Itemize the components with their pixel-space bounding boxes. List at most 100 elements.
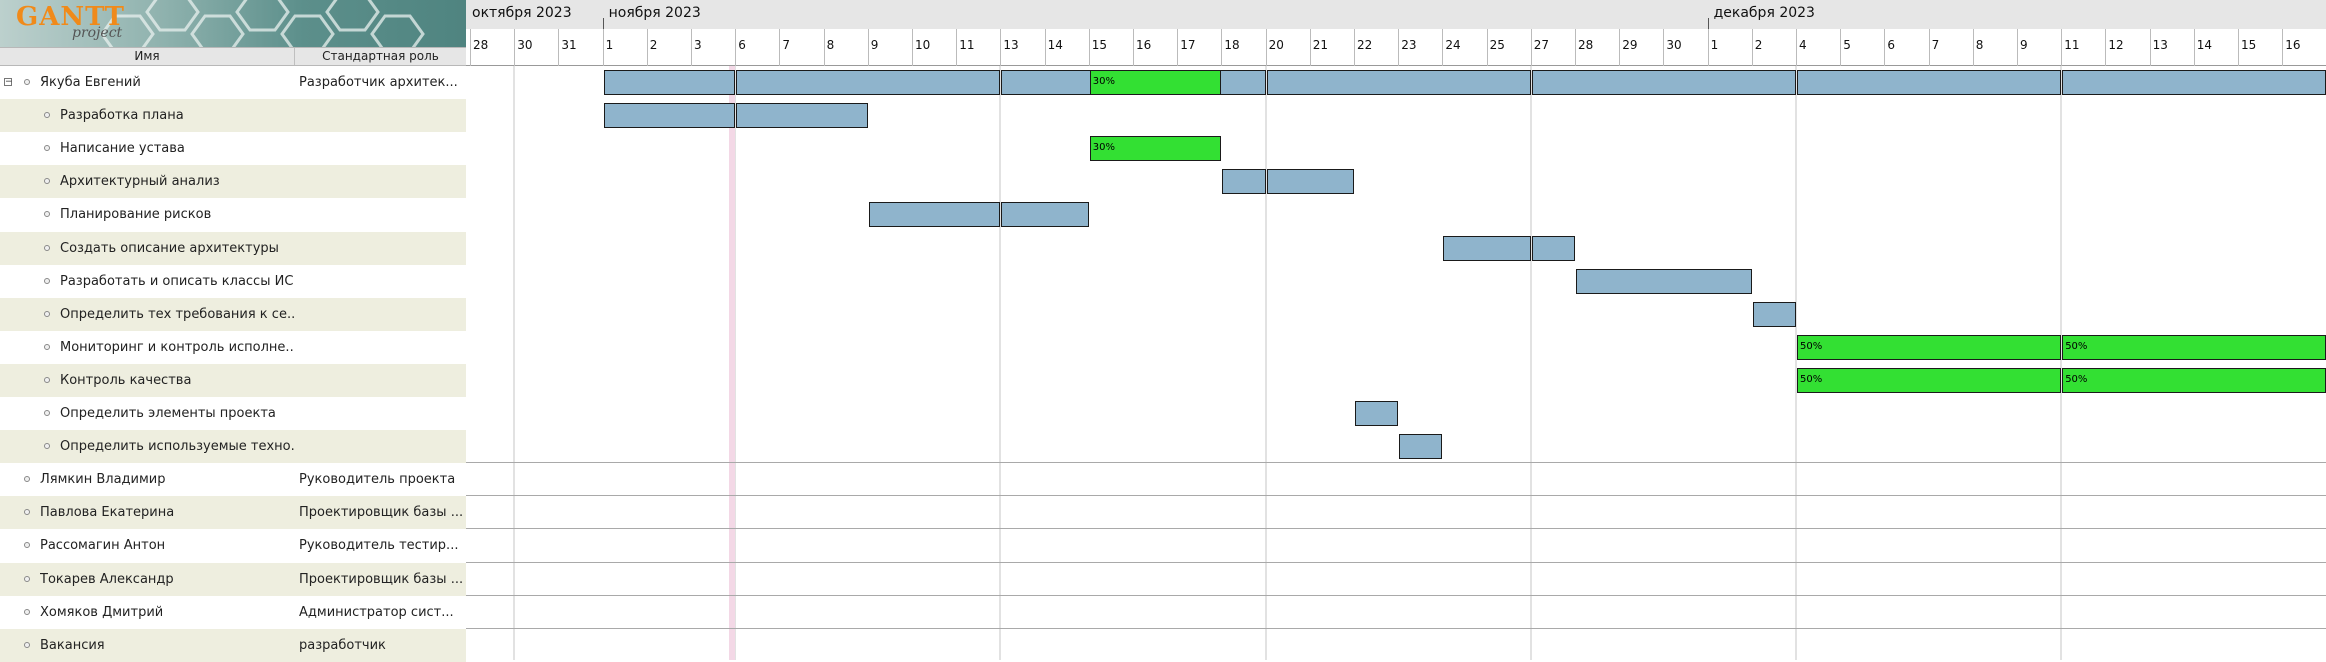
assignment-bar[interactable]: 50% xyxy=(1797,334,2062,360)
column-header-name[interactable]: Имя xyxy=(0,48,295,65)
day-divider xyxy=(823,29,825,66)
assignment-bar[interactable] xyxy=(736,70,1001,95)
day-label: 9 xyxy=(2020,38,2028,52)
tree-row[interactable]: Определить используемые техно... xyxy=(0,430,466,464)
row-role: Проектировщик базы ... xyxy=(299,505,463,521)
day-divider xyxy=(1972,29,1974,66)
day-divider xyxy=(1044,29,1046,66)
tree-row[interactable]: Мониторинг и контроль исполне... xyxy=(0,331,466,364)
assignment-bar[interactable] xyxy=(1752,301,1796,327)
assignment-bar[interactable]: 30% xyxy=(1089,136,1222,162)
row-name: Определить элементы проекта xyxy=(60,406,276,421)
day-label: 7 xyxy=(1931,38,1940,52)
day-label: 7 xyxy=(782,38,791,52)
day-label: 28 xyxy=(1578,38,1594,52)
progress-label: 30% xyxy=(1092,76,1116,87)
resource-bullet-icon xyxy=(24,641,30,648)
assignment-bar[interactable] xyxy=(1266,169,1354,195)
task-bullet-icon xyxy=(44,145,50,152)
row-name: Хомяков Дмитрий xyxy=(40,604,164,620)
assignment-bar[interactable] xyxy=(1355,401,1399,426)
tree-row[interactable]: Разработать и описать классы ИС xyxy=(0,265,466,298)
week-gridline xyxy=(1795,66,1797,660)
tree-row[interactable]: Планирование рисков xyxy=(0,198,466,231)
day-divider xyxy=(514,29,516,66)
month-label: ноября 2023 xyxy=(608,5,701,21)
day-label: 14 xyxy=(2196,38,2213,52)
row-role: Руководитель проекта xyxy=(299,472,456,488)
assignment-bar[interactable]: 50% xyxy=(2062,334,2326,360)
row-name: Определить тех требования к се... xyxy=(60,306,294,322)
task-bullet-icon xyxy=(44,178,50,185)
assignment-bar[interactable] xyxy=(1399,434,1443,460)
tree-row[interactable]: Определить элементы проекта xyxy=(0,397,466,430)
assignment-bar[interactable] xyxy=(1266,70,1531,95)
day-label: 18 xyxy=(1224,38,1240,52)
assignment-bar[interactable] xyxy=(1531,235,1575,261)
assignment-bar[interactable] xyxy=(1443,235,1531,261)
assignment-bar[interactable] xyxy=(603,103,736,129)
tree-row[interactable]: Разработка плана xyxy=(0,99,466,133)
collapse-toggle-icon[interactable]: − xyxy=(4,77,13,87)
day-label: 6 xyxy=(1887,38,1896,52)
day-label: 27 xyxy=(1533,38,1550,52)
day-divider xyxy=(1530,29,1532,66)
day-label: 6 xyxy=(738,38,746,52)
resource-separator xyxy=(466,627,2326,629)
column-header-role[interactable]: Стандартная роль xyxy=(322,49,439,63)
tree-row[interactable]: Павлова Екатерина Проектировщик базы ... xyxy=(0,496,466,530)
row-name: Разработать и описать классы ИС xyxy=(60,273,294,289)
assignment-bar[interactable] xyxy=(2062,70,2326,95)
day-divider xyxy=(2061,29,2063,66)
tree-row[interactable]: Контроль качества xyxy=(0,363,466,397)
tree-row[interactable]: Определить тех требования к се... xyxy=(0,297,466,331)
assignment-bar[interactable] xyxy=(1001,202,1089,228)
assignment-bar[interactable] xyxy=(736,103,868,129)
day-divider xyxy=(2238,29,2239,66)
day-divider xyxy=(1884,29,1886,66)
day-label: 30 xyxy=(517,38,533,52)
row-role: разработчик xyxy=(299,637,386,653)
progress-label: 50% xyxy=(1800,340,1823,352)
day-divider xyxy=(2193,29,2195,66)
resource-separator xyxy=(466,495,2326,497)
assignment-bar[interactable]: 50% xyxy=(1797,367,2062,393)
assignment-bar[interactable] xyxy=(868,202,1001,228)
row-name: Написание устава xyxy=(60,141,185,157)
row-name: Павлова Екатерина xyxy=(40,505,175,521)
day-divider xyxy=(2105,29,2107,66)
row-name: Архитектурный анализ xyxy=(60,174,220,190)
tree-row[interactable]: Архитектурный анализ xyxy=(0,165,466,199)
assignment-bar[interactable] xyxy=(603,70,736,95)
day-label: 1 xyxy=(1710,38,1719,52)
column-headers: Имя Стандартная роль xyxy=(0,47,466,66)
day-divider xyxy=(1221,29,1223,66)
day-divider xyxy=(1265,29,1267,66)
day-divider xyxy=(1663,29,1665,66)
day-divider xyxy=(1840,29,1842,66)
logo-subtitle: project xyxy=(72,25,123,41)
tree-row[interactable]: Создать описание архитектуры xyxy=(0,231,466,265)
row-name: Разработка плана xyxy=(60,108,184,124)
assignment-bar[interactable] xyxy=(1797,70,2062,95)
resource-bullet-icon xyxy=(24,476,30,483)
assignment-bar[interactable] xyxy=(1531,70,1796,95)
day-divider xyxy=(1751,29,1753,66)
month-label: декабря 2023 xyxy=(1713,5,1815,21)
day-label: 16 xyxy=(2285,38,2301,52)
resource-separator xyxy=(466,561,2326,563)
progress-label: 30% xyxy=(1092,142,1116,154)
assignment-bar[interactable] xyxy=(1576,268,1752,294)
tree-row[interactable]: Написание устава xyxy=(0,132,466,165)
assignment-bar[interactable]: 50% xyxy=(2062,367,2326,393)
assignment-bar[interactable]: 30% xyxy=(1089,70,1222,95)
assignment-bar[interactable] xyxy=(1222,169,1266,195)
